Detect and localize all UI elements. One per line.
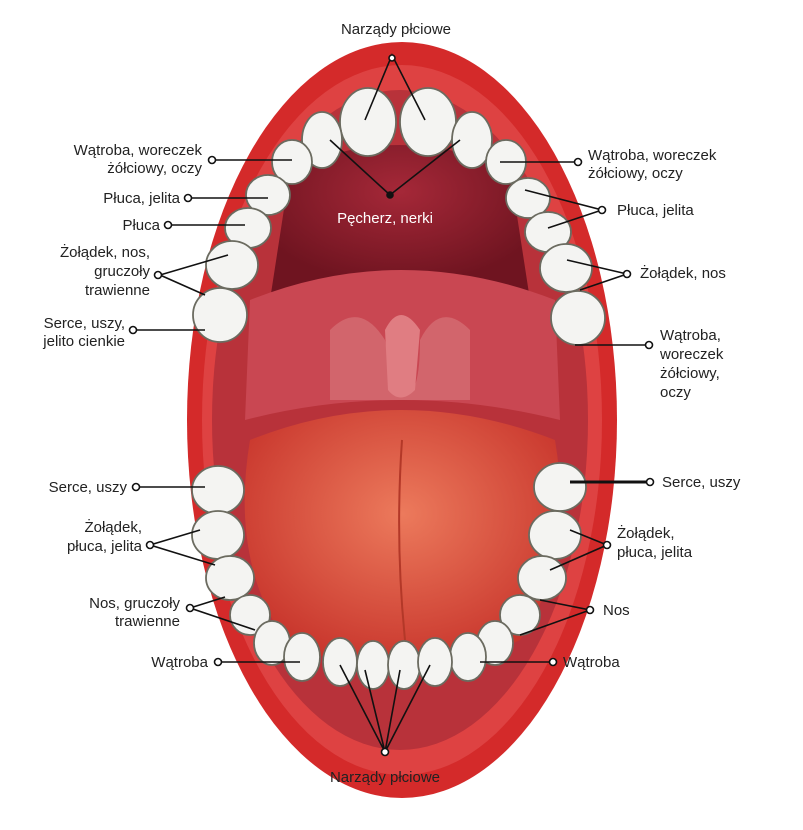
tongue	[244, 410, 561, 670]
label-left-lower-4: Wątroba	[151, 654, 208, 671]
label-right-lower-1: Serce, uszy	[662, 474, 741, 491]
uvula-arches	[330, 317, 470, 400]
label-left-upper-5: Serce, uszy,jelito cienkie	[42, 315, 125, 350]
hard-palate	[270, 145, 530, 300]
label-right-lower-4: Wątroba	[563, 654, 620, 671]
mouth-illustration	[187, 42, 617, 798]
label-left-lower-2: Żołądek,płuca, jelita	[67, 518, 143, 555]
label-bottom: Narządy płciowe	[330, 769, 440, 786]
label-palate: Pęcherz, nerki	[337, 210, 433, 227]
label-left-lower-1: Serce, uszy	[49, 479, 128, 496]
labels: Narządy płciowe Pęcherz, nerki Wątroba, …	[42, 21, 741, 786]
label-left-upper-3: Płuca	[122, 217, 160, 234]
label-left-upper-2: Płuca, jelita	[103, 190, 180, 207]
uvula	[385, 315, 420, 398]
label-right-lower-3: Nos	[603, 602, 630, 619]
upper-teeth	[192, 87, 606, 346]
label-top: Narządy płciowe	[341, 21, 451, 38]
label-right-upper-3: Żołądek, nos	[640, 264, 726, 282]
label-right-lower-2: Żołądek,płuca, jelita	[617, 524, 693, 561]
label-right-upper-2: Płuca, jelita	[617, 202, 694, 219]
connector-dots	[128, 54, 655, 757]
